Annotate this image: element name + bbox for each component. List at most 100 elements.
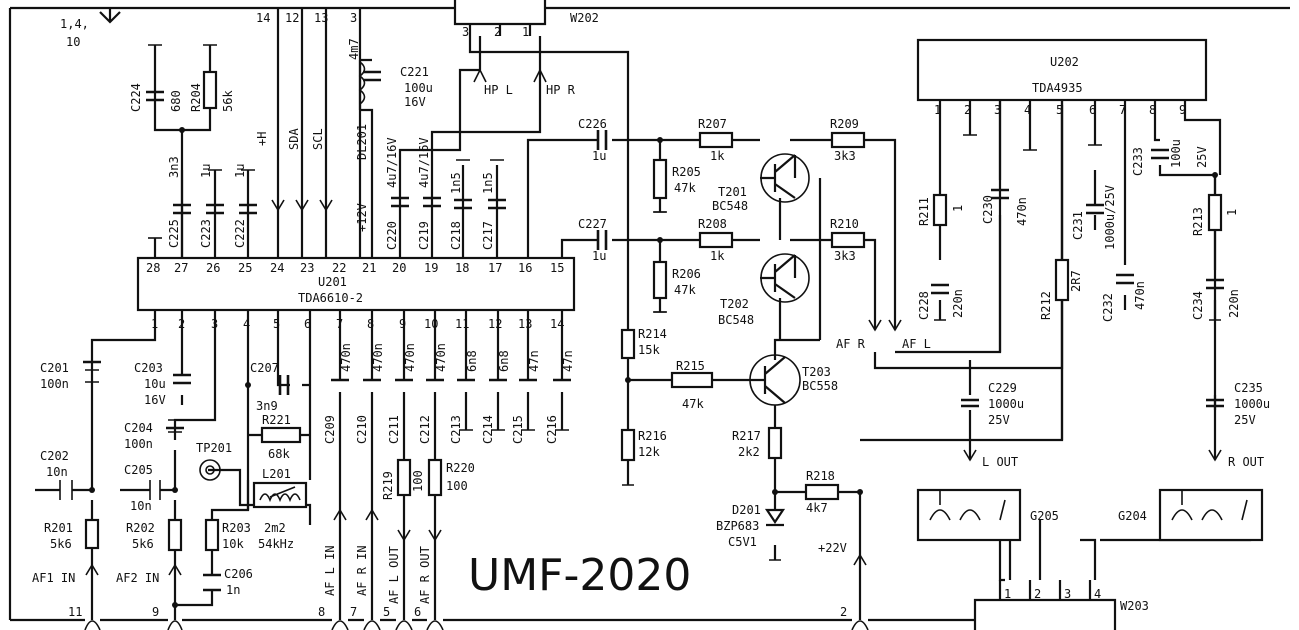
c209-ref: C209 [323,415,337,444]
af-l-out-label: AF L OUT [387,546,401,604]
c207-ref: C207 [250,361,279,375]
u202-pin: 4 [1024,103,1031,117]
u201-pin: 28 [146,261,160,275]
u202-pin: 5 [1056,103,1063,117]
r219-ref: R219 [381,471,395,500]
u201-pin: 27 [174,261,188,275]
w202-pin-1: 1 [522,25,529,39]
l201-val: 2m2 [264,521,286,535]
signal-12v: +12V [355,203,369,232]
r217-val: 2k2 [738,445,760,459]
w202-ref: W202 [570,11,599,25]
c227-val: 1u [592,249,606,263]
c234-val: 220n [1227,289,1241,318]
r214-ref: R214 [638,327,667,341]
c222-val: 1u [233,164,247,178]
r220-ref: R220 [446,461,475,475]
r202-val: 5k6 [132,537,154,551]
u201-top-pins: 28 27 26 25 24 23 22 21 20 19 18 17 16 1… [146,261,564,275]
u201-pin: 12 [488,317,502,331]
signal-hpl: HP L [484,83,513,97]
r214-val: 15k [638,343,660,357]
c212-val: 470n [434,343,448,372]
c201-val: 100n [40,377,69,391]
u201-pin: 18 [455,261,469,275]
r201-val: 5k6 [50,537,72,551]
u201-pin: 15 [550,261,564,275]
c230-val: 470n [1015,197,1029,226]
u201-pin: 23 [300,261,314,275]
signal-afl: AF L [902,337,931,351]
c202-ref: C202 [40,449,69,463]
u201-bottom-pins: 1 2 3 4 5 6 7 8 9 10 11 12 13 14 [151,317,564,331]
c222-ref: C222 [233,219,247,248]
c216-ref: C216 [545,415,559,444]
c217-ref: C217 [481,221,495,250]
d201-part: BZP683 [716,519,759,533]
r210-ref: R210 [830,217,859,231]
ground-note-1: 1,4, [60,17,89,31]
t202-ref: T202 [720,297,749,311]
u201-pin: 24 [270,261,284,275]
c203-volt: 16V [144,393,166,407]
t203-part: BC558 [802,379,838,393]
r203-ref: R203 [222,521,251,535]
c232-ref: C232 [1101,293,1115,322]
top-pin-12: 12 [285,11,299,25]
c202-val: 10n [46,465,68,479]
u202-pins: 1 2 3 4 5 6 7 8 9 [934,103,1186,117]
c232-val: 470n [1133,281,1147,310]
u201-pin: 7 [336,317,343,331]
r218-val: 4k7 [806,501,828,515]
c233-val: 100u [1169,139,1183,168]
u201-pin: 20 [392,261,406,275]
u201-pin: 14 [550,317,564,331]
r209-val: 3k3 [834,149,856,163]
c213-val: 6n8 [465,350,479,372]
c229-ref: C229 [988,381,1017,395]
u201-pin: 11 [455,317,469,331]
r205-val: 47k [674,181,696,195]
lout-label: L OUT [982,455,1018,469]
c233-ref: C233 [1131,147,1145,176]
c226-val: 1u [592,149,606,163]
u202-pin: 1 [934,103,941,117]
c217-val: 1n5 [481,172,495,194]
c224-val: 680 [169,90,183,112]
pin-2-label: 2 [840,605,847,619]
top-pin-14: 14 [256,11,270,25]
c214-val: 6n8 [497,350,511,372]
c231-ref: C231 [1071,211,1085,240]
u202-pin: 3 [994,103,1001,117]
u201-ref: U201 [318,275,347,289]
u201-pin: 2 [178,317,185,331]
c223-val: 1u [199,164,213,178]
af2-in-label: AF2 IN [116,571,159,585]
r217-ref: R217 [732,429,761,443]
c230-ref: C230 [981,195,995,224]
l201-ref: L201 [262,467,291,481]
d201-ref: D201 [732,503,761,517]
c218-ref: C218 [449,221,463,250]
r206-ref: R206 [672,267,701,281]
c215-ref: C215 [511,415,525,444]
u202-pin: 9 [1179,103,1186,117]
r208-ref: R208 [698,217,727,231]
u201-pin: 5 [273,317,280,331]
r211-val: 1 [951,205,965,212]
u201-pin: 16 [518,261,532,275]
g205-label: G205 [1030,509,1059,523]
u201-part: TDA6610-2 [298,291,363,305]
u201-pin: 19 [424,261,438,275]
c225-ref: C225 [167,219,181,248]
c226-ref: C226 [578,117,607,131]
c205-val: 10n [130,499,152,513]
c229-volt: 25V [988,413,1010,427]
r212-val: 2R7 [1069,270,1083,292]
c211-val: 470n [403,343,417,372]
u201-pin: 9 [399,317,406,331]
w203-pin: 4 [1094,587,1101,601]
signal-scl: SCL [311,128,325,150]
c219-val: 4u7/16V [417,137,431,188]
